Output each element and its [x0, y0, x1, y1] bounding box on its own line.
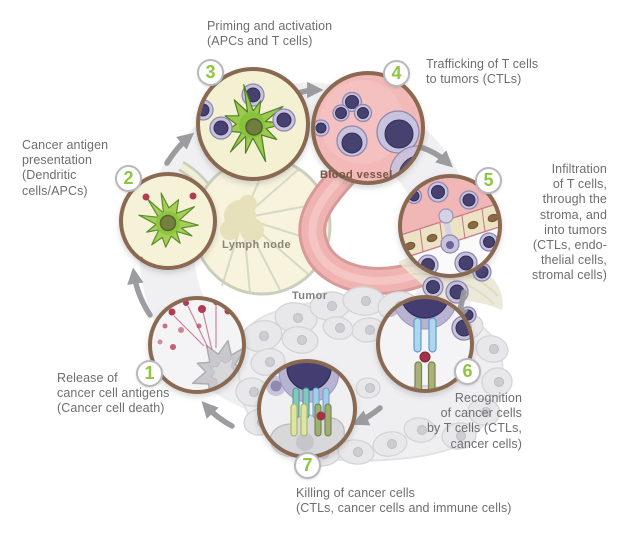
step-6-number-badge: 6	[454, 358, 481, 385]
arrow-2-to-3	[164, 132, 195, 166]
step-5-number-badge: 5	[475, 167, 502, 194]
step-3-illustration	[196, 67, 310, 181]
t-cells-front	[209, 108, 296, 140]
receptor-pairs	[290, 387, 332, 437]
step-4-label: Trafficking of T cells to tumors (CTLs)	[426, 57, 539, 87]
step-6-illustration	[376, 295, 474, 393]
arrow-6-to-7	[351, 405, 383, 426]
step-5-illustration	[398, 174, 502, 278]
arrow-4-to-5	[417, 144, 453, 168]
step-4-number: 4	[391, 63, 402, 83]
step-1-number-badge: 1	[136, 360, 163, 387]
step-2-label: Cancer antigen presentation (Dendritic c…	[22, 138, 109, 198]
blood-vessel-label: Blood vessel	[320, 169, 393, 181]
arrow-1-to-2	[127, 267, 153, 318]
arrow-7-to-1	[201, 401, 235, 429]
transmigrating-t-cell	[438, 208, 460, 254]
tumor-label: Tumor	[292, 290, 328, 302]
endothelial-nuclei	[404, 213, 499, 251]
step-6-label: Recognition of cancer cells by T cells (…	[426, 391, 522, 451]
t-cells	[198, 83, 265, 121]
antigen-dot	[316, 411, 326, 421]
t-cell	[400, 297, 450, 319]
lymph-node-label: Lymph node	[222, 239, 291, 251]
antigen-dot	[419, 351, 431, 363]
step-3-label: Priming and activation (APCs and T cells…	[207, 19, 333, 49]
t-cell-halo	[392, 297, 458, 330]
cancer-cell	[379, 385, 469, 391]
step-5-number: 5	[483, 170, 494, 190]
step-5-label: Infiltration of T cells, through the str…	[531, 162, 607, 283]
step-2-number-badge: 2	[115, 165, 142, 192]
step-7-illustration	[257, 359, 357, 459]
step-1-label: Release of cancer cell antigens (Cancer …	[57, 371, 170, 416]
step-3-number-badge: 3	[197, 59, 224, 86]
step-2-number: 2	[123, 168, 134, 188]
step-7-number-badge: 7	[294, 452, 321, 479]
tcr-receptor	[413, 317, 437, 353]
step-4-number-badge: 4	[383, 60, 410, 87]
step-7-label: Killing of cancer cells (CTLs, cancer ce…	[296, 486, 512, 516]
step-4-illustration	[311, 71, 425, 185]
step-1-number: 1	[144, 363, 155, 383]
mhc-receptor	[414, 361, 436, 391]
step-6-number: 6	[462, 361, 473, 381]
step-3-number: 3	[205, 62, 216, 82]
cycle-arrows	[127, 81, 469, 429]
t-cells-top	[405, 181, 479, 210]
step-7-number: 7	[302, 455, 313, 475]
